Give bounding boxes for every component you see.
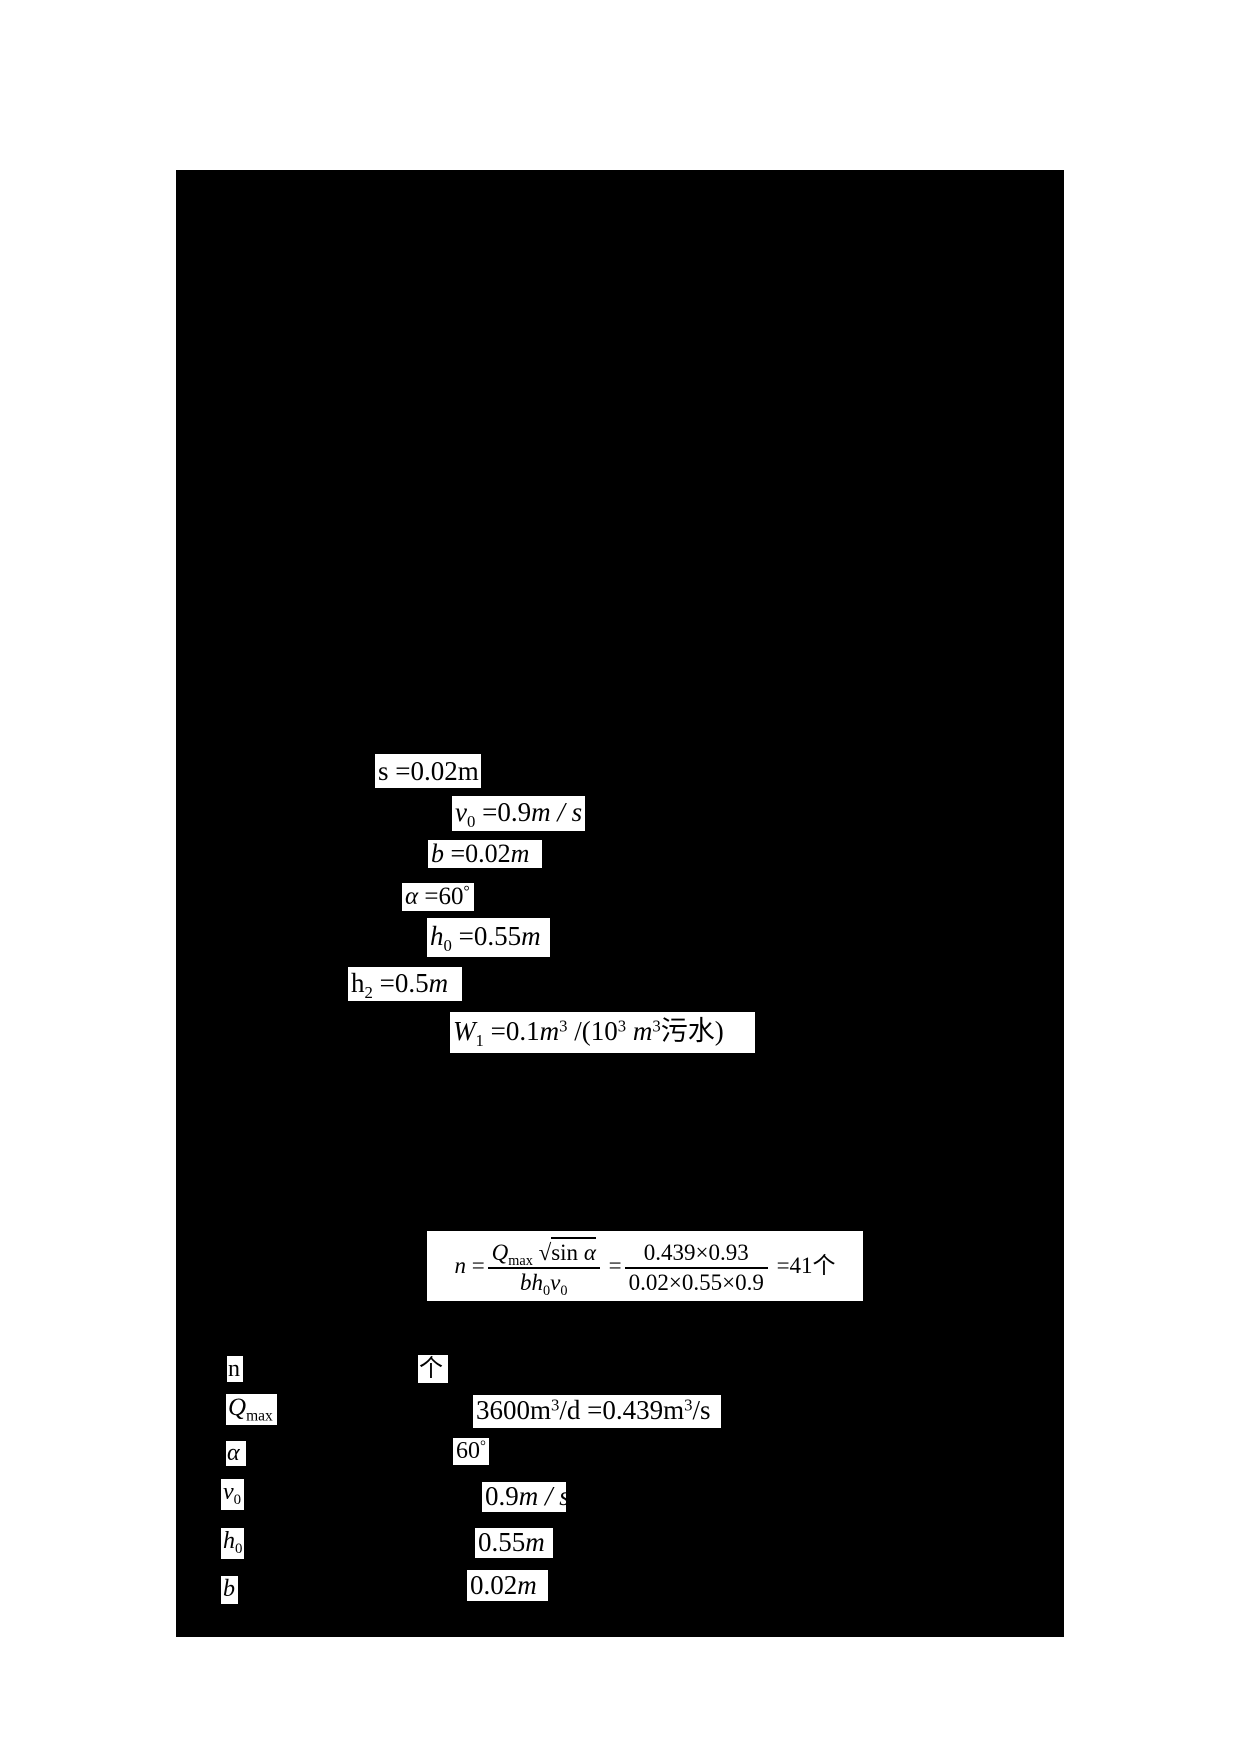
equation-alpha: α =60° — [402, 883, 474, 911]
legend-symbol-qmax: Qmax — [226, 1394, 277, 1425]
legend-symbol-n: n — [227, 1356, 243, 1382]
legend-value-qmax: 3600m3/d =0.439m3/s — [473, 1395, 721, 1428]
equation-h0: h0 =0.55m — [427, 918, 550, 957]
legend-symbol-v0: v0 — [221, 1479, 244, 1510]
legend-symbol-alpha: α — [226, 1441, 246, 1466]
legend-value-alpha: 60° — [453, 1438, 489, 1465]
equation-w1: W1 =0.1m3 /(103 m3污水) — [450, 1012, 755, 1053]
legend-value-h0: 0.55m — [475, 1528, 553, 1558]
legend-symbol-b: b — [221, 1576, 238, 1604]
legend-symbol-h0: h0 — [221, 1528, 244, 1559]
legend-value-b: 0.02m — [467, 1570, 548, 1601]
equation-v0: v0 =0.9m / s — [452, 796, 585, 831]
legend-unit-ge: 个 — [418, 1355, 448, 1383]
equation-s: s =0.02m — [375, 754, 481, 788]
legend-value-v0: 0.9m / s — [482, 1482, 570, 1512]
equation-b: b =0.02m — [428, 840, 542, 868]
redacted-content-block — [176, 170, 1064, 1637]
equation-h2: h2 =0.5m — [348, 967, 462, 1001]
